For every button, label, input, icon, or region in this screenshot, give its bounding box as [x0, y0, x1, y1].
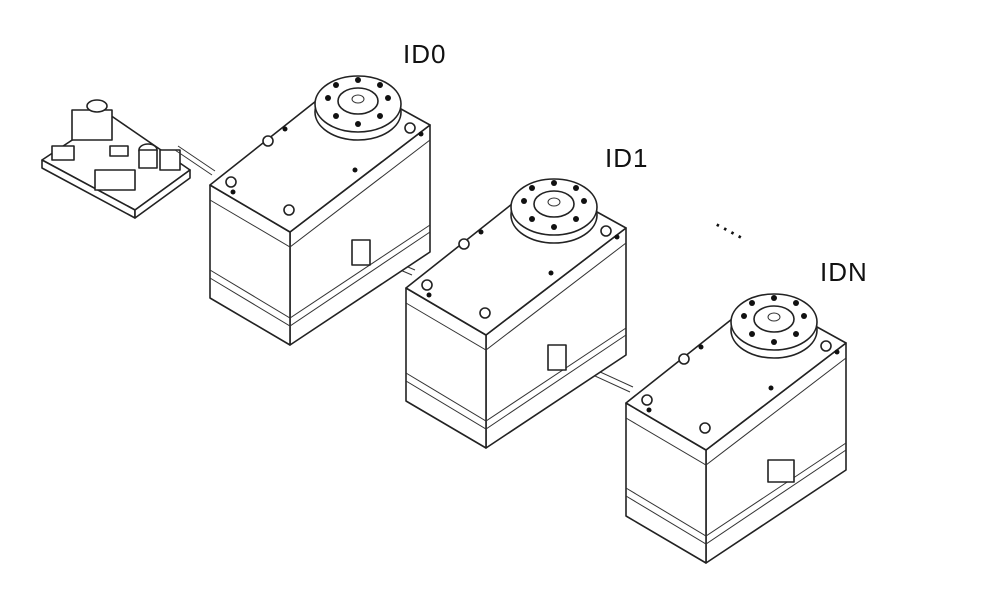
servo-id0: [209, 75, 431, 346]
label-idn: IDN: [820, 257, 868, 287]
ellipsis-dots: ....: [711, 204, 754, 246]
label-id0: ID0: [403, 39, 446, 69]
servo-id1: [405, 178, 627, 449]
controller-board: [41, 99, 191, 219]
servo-idn: [625, 293, 847, 564]
label-id1: ID1: [605, 143, 648, 173]
